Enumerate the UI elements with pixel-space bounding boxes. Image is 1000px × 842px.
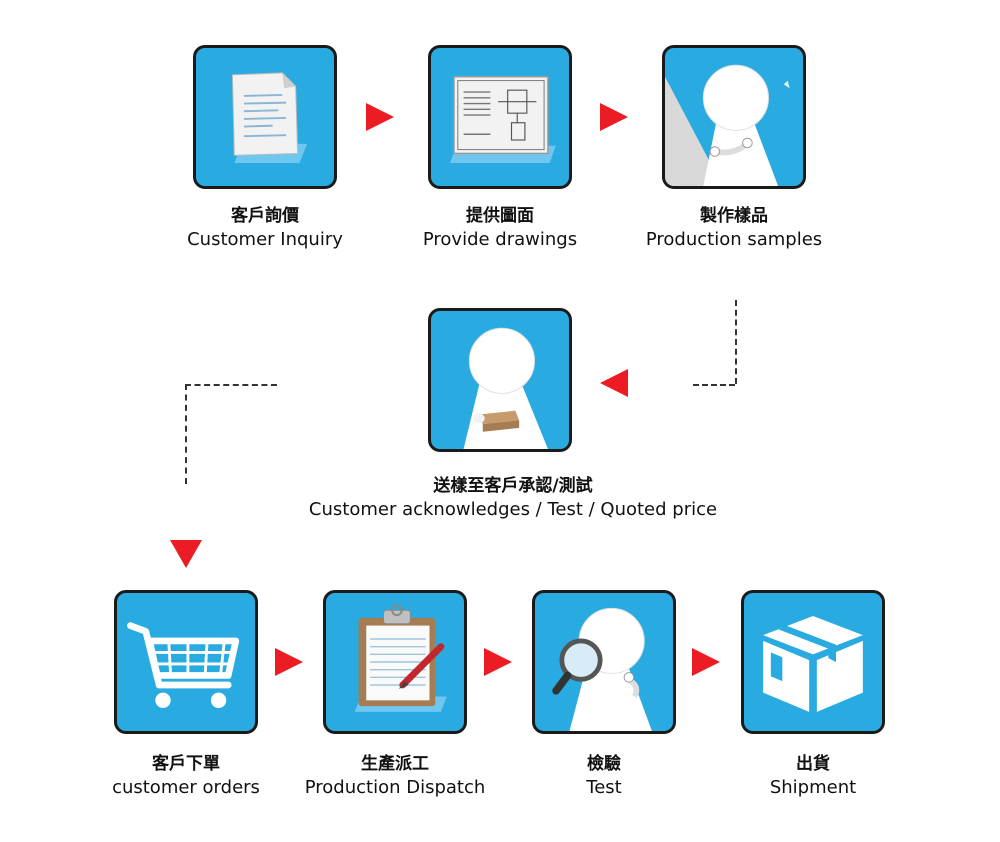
step-4-en: Customer acknowledges / Test / Quoted pr… xyxy=(308,499,718,520)
step-1-en: Customer Inquiry xyxy=(187,229,343,250)
shopping-cart-icon xyxy=(127,622,240,708)
step-3-en: Production samples xyxy=(645,229,823,250)
step-6-tile xyxy=(323,590,467,734)
step-1-label: 客戶詢價 Customer Inquiry xyxy=(135,204,395,252)
step-4-label: 送樣至客戶承認/測試 Customer acknowledges / Test … xyxy=(243,474,783,522)
step-7-en: Test xyxy=(586,777,622,798)
step-6-en: Production Dispatch xyxy=(304,777,486,798)
step-2-tile xyxy=(428,45,572,189)
step-5-label: 客戶下單 customer orders xyxy=(56,752,316,800)
connector-left-horizontal xyxy=(185,384,277,386)
step-5-en: customer orders xyxy=(112,777,260,798)
blueprint-icon xyxy=(450,76,556,163)
arrow-2-to-3 xyxy=(600,103,628,131)
step-7-zh: 檢驗 xyxy=(587,754,621,774)
connector-right-vertical xyxy=(735,300,737,384)
step-6-zh: 生產派工 xyxy=(361,754,429,774)
step-2-zh: 提供圖面 xyxy=(466,206,534,226)
step-8-en: Shipment xyxy=(769,777,857,798)
box-icon xyxy=(763,616,863,712)
figure-holding-sample-icon xyxy=(463,327,548,449)
connector-left-vertical xyxy=(185,384,187,484)
arrow-5-to-6 xyxy=(275,648,303,676)
arrow-7-to-8 xyxy=(692,648,720,676)
step-4-tile xyxy=(428,308,572,452)
step-3-zh: 製作樣品 xyxy=(700,206,768,226)
step-7-tile xyxy=(532,590,676,734)
step-4-zh: 送樣至客戶承認/測試 xyxy=(433,476,593,496)
arrow-1-to-2 xyxy=(366,103,394,131)
clipboard-pen-icon xyxy=(354,604,447,712)
step-8-zh: 出貨 xyxy=(796,754,830,774)
step-1-zh: 客戶詢價 xyxy=(231,206,299,226)
connector-right-horizontal xyxy=(693,384,735,386)
arrow-3-to-4 xyxy=(600,369,628,397)
step-6-label: 生產派工 Production Dispatch xyxy=(265,752,525,800)
step-3-label: 製作樣品 Production samples xyxy=(604,204,864,252)
step-8-label: 出貨 Shipment xyxy=(683,752,943,800)
step-1-tile xyxy=(193,45,337,189)
arrow-4-to-5 xyxy=(170,540,202,568)
step-2-en: Provide drawings xyxy=(422,229,578,250)
figure-magnifier-icon xyxy=(552,607,652,731)
step-5-tile xyxy=(114,590,258,734)
step-5-zh: 客戶下單 xyxy=(152,754,220,774)
step-7-label: 檢驗 Test xyxy=(474,752,734,800)
step-2-label: 提供圖面 Provide drawings xyxy=(370,204,630,252)
arrow-6-to-7 xyxy=(484,648,512,676)
document-icon xyxy=(231,72,308,163)
step-3-tile xyxy=(662,45,806,189)
figure-holding-part-icon xyxy=(665,64,790,186)
step-8-tile xyxy=(741,590,885,734)
